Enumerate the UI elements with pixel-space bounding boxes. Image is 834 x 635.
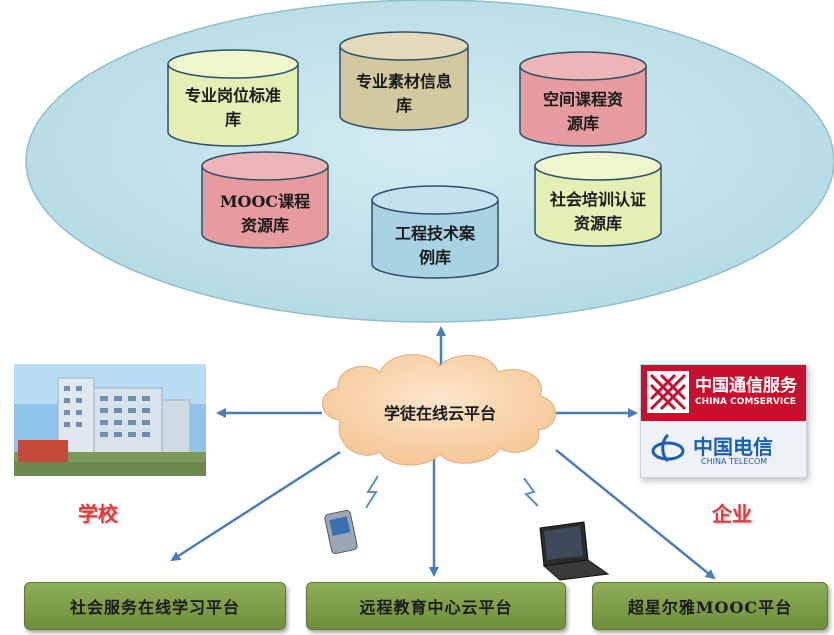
db-social-training-label: 社会培训认证资源库 [549, 190, 646, 233]
laptop-icon [539, 521, 610, 581]
china-telecom-logo-icon [651, 431, 685, 465]
db-social-training[interactable]: 社会培训认证资源库 [534, 151, 662, 247]
phone-icon [324, 509, 358, 555]
db-engineering-cases[interactable]: 工程技术案例库 [371, 185, 499, 279]
enterprise-label: 企业 [712, 502, 752, 526]
enterprise-logos: 中国通信服务 CHINA COMSERVICE 中国电信 CHINA TELEC… [640, 364, 807, 478]
db-professional-standards[interactable]: 专业岗位标准库 [167, 49, 299, 147]
platform-social-service-label: 社会服务在线学习平台 [69, 598, 240, 617]
signal-right-icon [523, 477, 539, 507]
center-cloud-label: 学徒在线云平台 [383, 404, 496, 423]
arrow-to-social-platform [170, 450, 341, 562]
arrow-to-mooc-platform [555, 449, 716, 580]
db-mooc-courses[interactable]: MOOC课程资源库 [201, 151, 329, 249]
db-space-courses[interactable]: 空间课程资源库 [519, 51, 647, 147]
signal-left-icon [365, 475, 379, 509]
comservice-name-en: CHINA COMSERVICE [695, 397, 796, 407]
platform-remote-education-label: 远程教育中心云平台 [359, 598, 513, 617]
platform-superstar-mooc-label: 超星尔雅MOOC平台 [627, 598, 793, 617]
school-label: 学校 [78, 502, 118, 526]
platform-remote-education[interactable]: 远程教育中心云平台 [306, 582, 566, 630]
platform-superstar-mooc[interactable]: 超星尔雅MOOC平台 [592, 582, 828, 630]
db-space-courses-label: 空间课程资源库 [542, 90, 623, 133]
db-engineering-cases-label: 工程技术案例库 [394, 224, 475, 267]
telecom-name-cn: 中国电信 [693, 435, 773, 459]
comservice-logo-icon [647, 371, 689, 413]
comservice-name-cn: 中国通信服务 [695, 376, 797, 396]
center-cloud[interactable] [321, 354, 557, 466]
telecom-name-en: CHINA TELECOM [701, 457, 768, 466]
db-professional-standards-label: 专业岗位标准库 [184, 86, 281, 129]
platform-social-service[interactable]: 社会服务在线学习平台 [24, 582, 286, 630]
db-materials[interactable]: 专业素材信息库 [339, 31, 469, 131]
school-photo [14, 364, 206, 476]
db-materials-label: 专业素材信息库 [356, 72, 453, 115]
comservice-banner: 中国通信服务 CHINA COMSERVICE [641, 365, 806, 421]
db-mooc-courses-label: MOOC课程资源库 [219, 192, 311, 235]
